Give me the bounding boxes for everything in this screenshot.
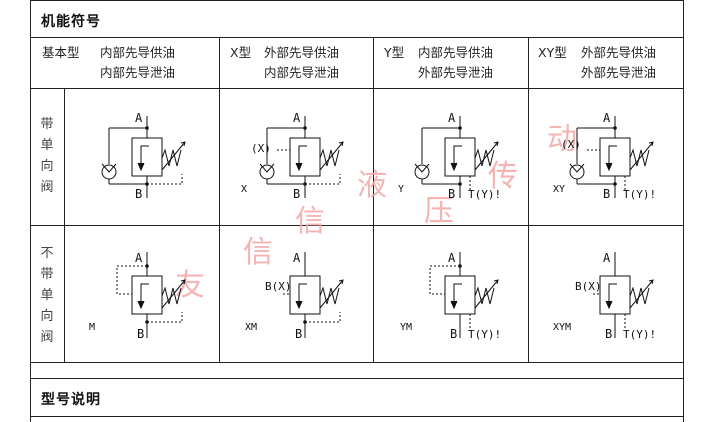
port-a: A (603, 111, 611, 125)
valve-symbol-ym: A B T(Y)! YM (400, 251, 501, 341)
port-b: B (295, 327, 302, 341)
model-code: XY (553, 184, 565, 195)
port-t: T(Y)! (623, 188, 656, 201)
port-b: B (135, 187, 142, 201)
model-code: M (89, 322, 95, 333)
table-border-left (30, 0, 31, 422)
model-code: YM (400, 322, 412, 333)
divider (30, 37, 684, 38)
col-line1: 外部先导供油 (264, 45, 340, 60)
port-x: B(X) (265, 280, 292, 293)
divider (30, 362, 684, 363)
table-border-right (683, 0, 684, 422)
column-separator (373, 37, 374, 362)
col-type: X型 (230, 45, 252, 60)
valve-symbol-m: A B M (89, 251, 186, 341)
valve-symbol-y-check: A B T(Y)! Y (398, 111, 501, 201)
col-type: Y型 (384, 45, 405, 60)
valve-symbol-x-check: A B (X) X (241, 111, 344, 201)
col-type: 基本型 (42, 45, 80, 60)
divider (30, 378, 684, 379)
model-code: X (241, 184, 247, 195)
port-a: A (448, 251, 456, 265)
port-a: A (293, 111, 301, 125)
col-line2: 外部先导泄油 (581, 65, 657, 80)
port-x: B(X) (575, 280, 602, 293)
port-x: (X) (561, 138, 581, 151)
watermark-char: 信 (243, 235, 273, 270)
section-title-model: 型号说明 (41, 392, 101, 408)
col-type: XY型 (538, 45, 567, 60)
port-a: A (135, 111, 143, 125)
model-code: XM (245, 322, 257, 333)
table-border-top (30, 0, 684, 1)
watermark-char: 动 (547, 122, 577, 157)
valve-symbol-xy-check: A B (X) T(Y)! XY (553, 111, 656, 201)
divider (30, 88, 684, 89)
column-separator (528, 37, 529, 362)
col-line2: 内部先导泄油 (100, 65, 176, 80)
col-line1: 内部先导供油 (100, 45, 176, 60)
model-code: XYM (553, 322, 571, 333)
col-line1: 外部先导供油 (581, 45, 657, 60)
valve-symbol-basic-check: A B (101, 111, 186, 201)
watermark-char: 信 (295, 204, 325, 239)
divider (30, 416, 684, 417)
valve-symbol-xym: A B B(X) T(Y)! XYM (553, 251, 656, 341)
col-line2: 内部先导泄油 (264, 65, 340, 80)
col-header-y: Y型 内部先导供油 外部先导泄油 (384, 43, 493, 80)
port-a: A (293, 251, 301, 265)
row-label-without-check: 不带 单向 阀 (40, 246, 54, 345)
port-b: B (605, 327, 612, 341)
port-a: A (135, 251, 143, 265)
column-separator (64, 88, 65, 362)
model-code: Y (398, 184, 404, 195)
port-t: T(Y)! (623, 328, 656, 341)
port-a: A (448, 111, 456, 125)
port-b: B (137, 327, 144, 341)
col-header-basic: 基本型 内部先导供油 内部先导泄油 (42, 43, 175, 80)
port-b: B (450, 327, 457, 341)
col-line2: 外部先导泄油 (418, 65, 494, 80)
port-b: B (603, 187, 610, 201)
watermark-char: 压 (424, 194, 454, 229)
col-header-xy: XY型 外部先导供油 外部先导泄油 (538, 43, 656, 80)
valve-symbol-xm: A B B(X) XM (245, 251, 344, 341)
spacer (0, 0, 1, 1)
divider (30, 225, 684, 226)
function-symbol-table: 机能符号 基本型 内部先导供油 内部先导泄油 X型 外部先导供油 内部先导泄油 … (30, 0, 684, 422)
port-b: B (448, 187, 455, 201)
port-t: T(Y)! (468, 188, 501, 201)
port-a: A (603, 251, 611, 265)
port-t: T(Y)! (468, 328, 501, 341)
col-header-x: X型 外部先导供油 内部先导泄油 (230, 43, 339, 80)
col-line1: 内部先导供油 (418, 45, 494, 60)
watermark-char: 传 (488, 159, 518, 194)
port-x: (X) (251, 142, 271, 155)
port-b: B (293, 187, 300, 201)
column-separator (219, 37, 220, 362)
row-label-with-check: 带单 向阀 (40, 117, 54, 195)
watermark-char: 液 (357, 168, 387, 203)
section-title-function: 机能符号 (41, 14, 101, 30)
